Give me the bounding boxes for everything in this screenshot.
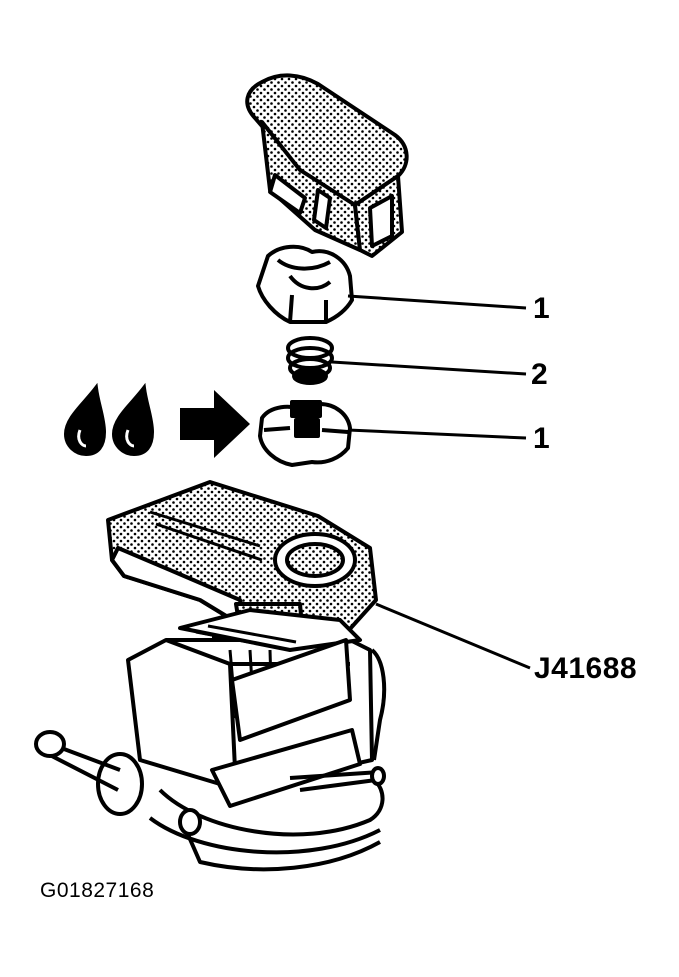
cam-part-bottom xyxy=(258,400,352,467)
figure-id: G01827168 xyxy=(40,879,155,902)
callout-1-top: 1 xyxy=(533,292,550,325)
housing-cover xyxy=(245,73,409,258)
bench-vise xyxy=(34,608,387,872)
leader-lines xyxy=(331,294,531,670)
lubricant-drops-icon xyxy=(63,382,155,457)
callout-2: 2 xyxy=(531,358,548,391)
cam-part-top xyxy=(256,244,354,324)
spring-part xyxy=(286,336,334,385)
direction-arrow-icon xyxy=(180,390,250,458)
callout-tool-number: J41688 xyxy=(534,652,638,685)
callout-1-bottom: 1 xyxy=(533,422,550,455)
